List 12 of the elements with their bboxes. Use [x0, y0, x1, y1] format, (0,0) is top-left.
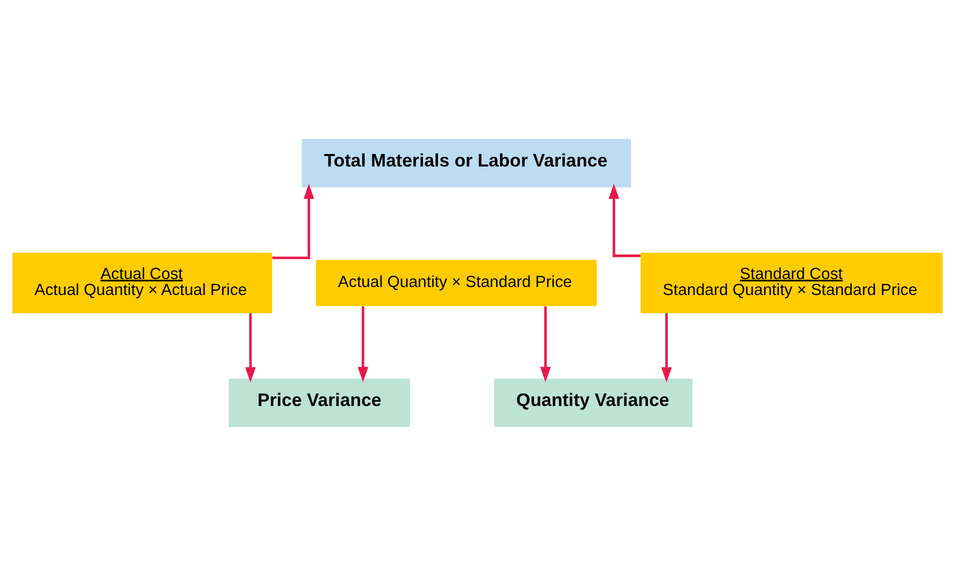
- node-box: Total Materials or Labor Variance: [302, 138, 632, 187]
- node-box: Price Variance: [228, 378, 410, 426]
- arrow: [358, 306, 368, 382]
- node-box: Actual Cost Actual Quantity × Actual Price: [12, 252, 272, 313]
- node-box: Standard Cost Standard Quantity × Standard Price: [640, 252, 943, 313]
- arrow: [540, 306, 551, 382]
- node-box: Quantity Variance: [494, 378, 692, 426]
- arrow: [272, 183, 314, 259]
- node-box: Actual Quantity × Standard Price: [316, 259, 597, 306]
- arrow: [608, 183, 641, 257]
- arrow: [661, 312, 672, 382]
- arrow: [245, 312, 256, 382]
